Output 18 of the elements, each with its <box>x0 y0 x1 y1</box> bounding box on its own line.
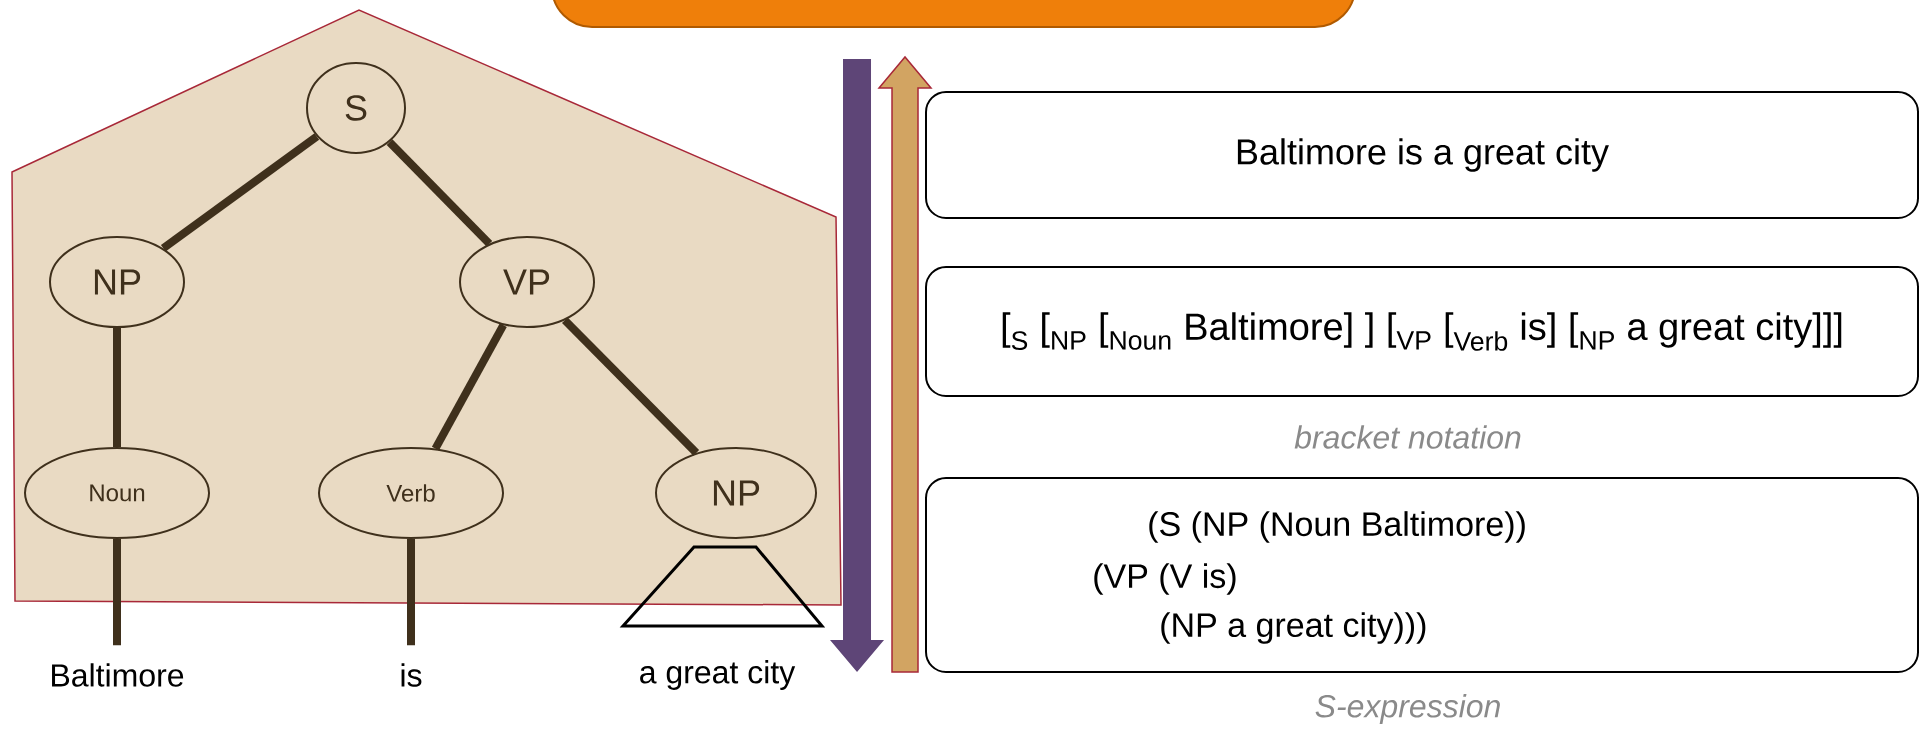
text-box: (S (NP (Noun Baltimore)) (VP (V is) (NP a great city))) <box>925 477 1919 673</box>
word: Baltimore <box>52 663 184 687</box>
node-label: S-expression <box>1315 694 1500 724</box>
tree-node: S <box>306 62 406 154</box>
tree-node: NP <box>49 236 185 328</box>
tree-node: NP <box>655 447 817 539</box>
tree-node: Noun <box>24 447 210 539</box>
node-label: bracket notation <box>1294 425 1521 449</box>
word: is <box>401 663 422 687</box>
tree-node: Verb <box>318 447 504 539</box>
tree-branch <box>386 139 493 247</box>
word: a great city <box>640 660 796 690</box>
text-box: [$_{S}$ [$_{NP}$ [$_{Noun}$ Baltimore] ] [$_{VP}$ [$_{Verb}$ is] [$_{NP}$ a great city]]] <box>925 266 1919 397</box>
tree-branch <box>431 323 507 451</box>
tree-node: VP <box>459 236 595 328</box>
tree-branch <box>562 317 700 456</box>
text-box: Baltimore is a great city <box>925 91 1919 219</box>
tree-branch <box>160 133 320 252</box>
